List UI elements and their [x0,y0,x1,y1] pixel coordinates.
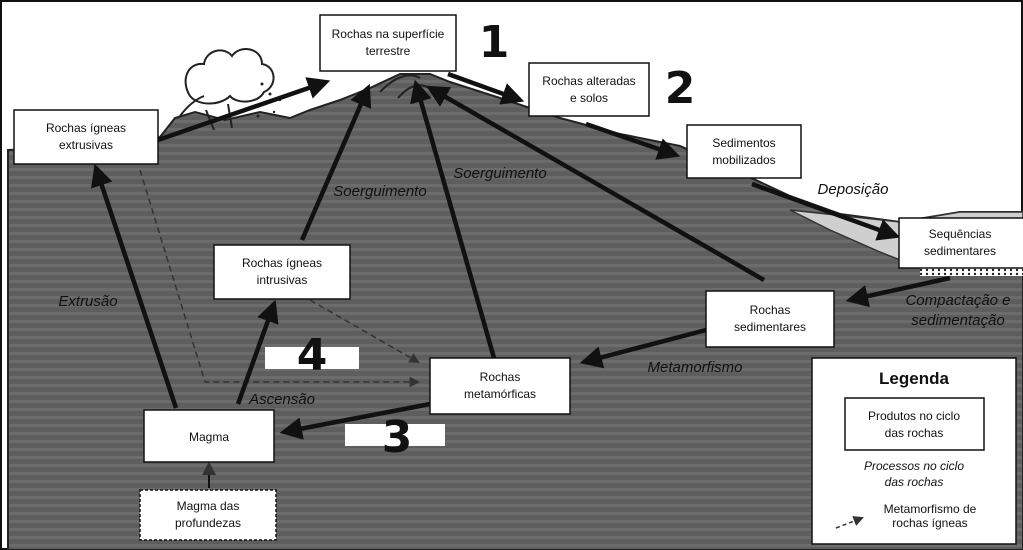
svg-text:Magma: Magma [189,430,229,444]
arrow-extrusive-to-surface [157,77,331,143]
label-metamorphism: Metamorfismo [647,359,742,376]
arrow-metamorphic-to-magma [279,401,431,440]
volcano-plume-icon [179,48,275,131]
arrow-altered-to-sediments [585,121,681,160]
summit-line [379,74,421,93]
label-uplift-right: Soerguimento [453,165,546,182]
arrow-metamorphic-to-surface [410,79,497,359]
blank-box-4 [265,347,359,369]
arrow-magma-to-extrusive [91,163,179,409]
box-magma: Magma [143,409,275,463]
dashed-arrow-intrusive-to-metamorphic [309,299,420,364]
arrow-magma-to-intrusive [235,299,279,405]
arrow-sedimentary-to-metamorphic [579,327,707,369]
arrow-intrusive-to-surface [299,83,372,241]
dashed-arrow-extrusive-to-metamorphic [139,169,421,388]
number-2: 2 [665,63,696,114]
label-deposition: Deposição [818,181,889,198]
blank-box-3 [345,424,445,446]
label-uplift-left: Soerguimento [333,183,426,200]
label-extrusion: Extrusão [58,293,117,310]
arrow-surface-to-altered [447,71,525,105]
arrow-sedimentary-to-surface [426,85,766,282]
legend-product-box [844,397,985,451]
arrow-sediments-to-sequences [751,181,901,241]
legend-dashed-arrow-icon [835,516,864,529]
sediment-dots [920,268,1023,276]
number-3: 3 [382,412,413,463]
number-4: 4 [297,330,328,381]
legend-title: Legenda [879,369,949,388]
arrow-sequences-to-sedimentary [845,275,951,308]
label-ascension: Ascensão [248,391,315,408]
number-1: 1 [479,17,510,68]
